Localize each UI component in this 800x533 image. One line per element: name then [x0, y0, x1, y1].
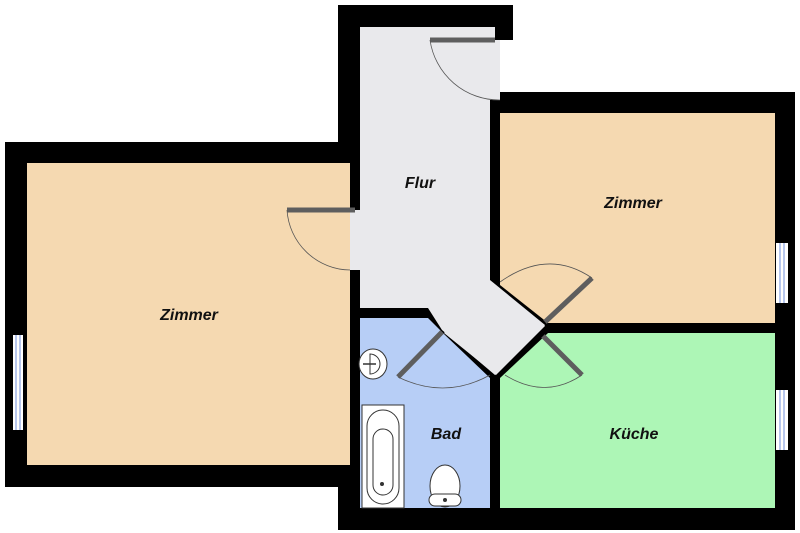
sink-icon — [358, 348, 388, 380]
window-right-kueche — [776, 390, 788, 450]
toilet-icon — [428, 464, 462, 508]
label-flur: Flur — [405, 175, 436, 192]
door-bad[interactable] — [396, 330, 491, 389]
door-zimmer-left[interactable] — [286, 207, 355, 271]
room-kueche — [500, 333, 775, 508]
label-kueche: Küche — [610, 426, 659, 443]
window-left — [13, 335, 23, 430]
bathtub-icon — [361, 404, 405, 509]
flur-passage — [444, 282, 545, 375]
label-bad: Bad — [431, 426, 462, 443]
room-zimmer-right — [500, 113, 775, 323]
room-zimmer-left — [27, 163, 350, 465]
door-kueche[interactable] — [504, 334, 584, 388]
door-zimmer-right[interactable] — [499, 263, 594, 324]
label-zimmer-left: Zimmer — [159, 307, 219, 324]
door-entrance[interactable] — [429, 37, 501, 101]
label-zimmer-right: Zimmer — [603, 195, 663, 212]
window-right-zimmer — [776, 243, 788, 303]
